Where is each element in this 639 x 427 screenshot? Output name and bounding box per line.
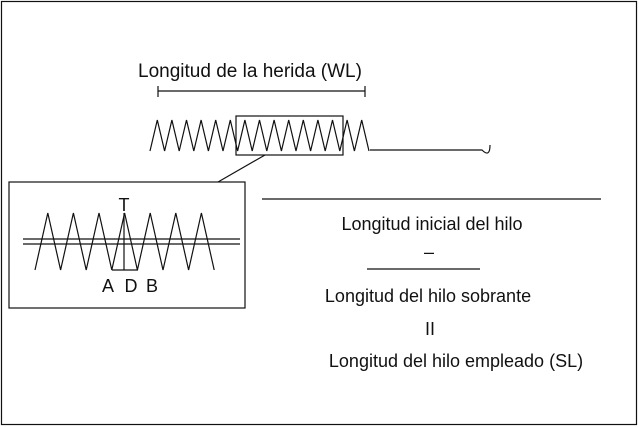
minus-sign: – xyxy=(424,242,434,262)
initial-length-text: Longitud inicial del hilo xyxy=(341,214,522,234)
used-length-text: Longitud del hilo empleado (SL) xyxy=(329,351,583,371)
zoom-connector xyxy=(217,154,266,183)
label-d: D xyxy=(125,276,138,296)
label-a: A xyxy=(102,276,114,296)
label-t: T xyxy=(119,195,130,215)
label-b: B xyxy=(146,276,158,296)
inset-box xyxy=(8,181,246,309)
suture-zigzag xyxy=(149,119,370,152)
wound-length-label: Longitud de la herida (WL) xyxy=(138,61,362,82)
inset-measure-lines xyxy=(112,213,138,271)
wound-length-bracket xyxy=(157,86,366,97)
zoom-region xyxy=(235,115,344,156)
suture-tail xyxy=(370,144,491,154)
leftover-length-text: Longitud del hilo sobrante xyxy=(325,286,531,306)
equals-sign: II xyxy=(425,319,435,339)
